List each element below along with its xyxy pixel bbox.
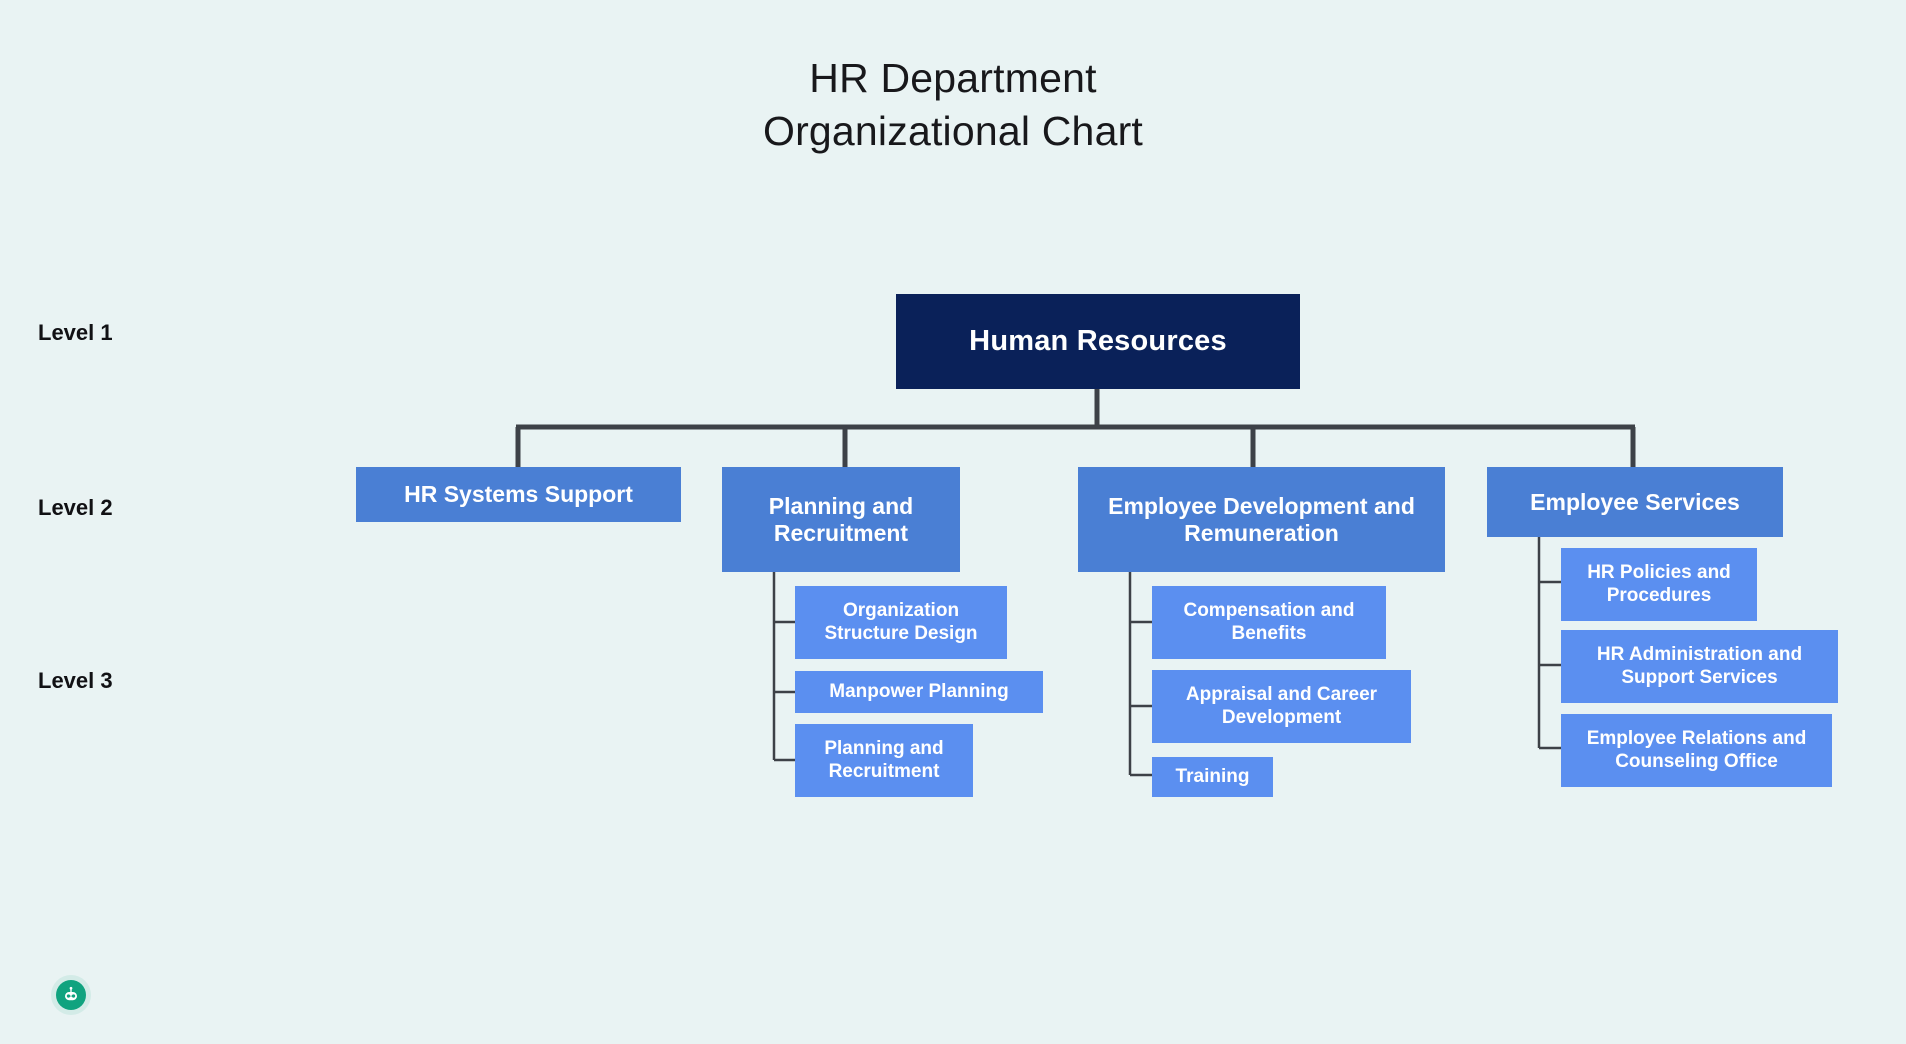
node-label: Planning and Recruitment [824,738,944,782]
node-label: Training [1175,765,1250,787]
node-hr-policies-and-procedures[interactable]: HR Policies and Procedures [1561,548,1757,621]
level-label-2: Level 2 [38,495,113,520]
node-employee-relations-and-counseling-office[interactable]: Employee Relations and Counseling Office [1561,714,1832,787]
page-title-line-1: HR Department [809,55,1097,101]
node-planning-and-recruitment-l3[interactable]: Planning and Recruitment [795,724,973,797]
node-label: HR Administration and Support Services [1596,644,1803,688]
node-training[interactable]: Training [1152,757,1273,797]
node-compensation-and-benefits[interactable]: Compensation and Benefits [1152,586,1386,659]
level-label-3: Level 3 [38,668,113,693]
node-label: Appraisal and Career Development [1185,684,1378,728]
node-organization-structure-design[interactable]: Organization Structure Design [795,586,1007,659]
node-appraisal-and-career-development[interactable]: Appraisal and Career Development [1152,670,1411,743]
node-employee-development-and-remuneration[interactable]: Employee Development and Remuneration [1078,467,1445,572]
node-label: Manpower Planning [829,680,1009,702]
page-title: HR Department Organizational Chart [0,52,1906,158]
node-employee-services[interactable]: Employee Services [1487,467,1783,537]
node-label: HR Systems Support [404,481,633,508]
node-label: Organization Structure Design [824,600,978,644]
node-hr-administration-and-support-services[interactable]: HR Administration and Support Services [1561,630,1838,703]
node-label: Employee Services [1530,488,1740,515]
node-label: Compensation and Benefits [1183,600,1355,644]
node-label: Employee Relations and Counseling Office [1586,728,1807,772]
robot-icon[interactable] [56,980,86,1010]
node-label: HR Policies and Procedures [1587,562,1731,606]
node-label: Human Resources [969,324,1227,357]
node-manpower-planning[interactable]: Manpower Planning [795,671,1043,713]
node-human-resources[interactable]: Human Resources [896,294,1300,389]
robot-glyph [65,986,77,1001]
node-label: Planning and Recruitment [768,492,914,546]
node-planning-and-recruitment[interactable]: Planning and Recruitment [722,467,960,572]
node-label: Employee Development and Remuneration [1108,492,1415,546]
node-hr-systems-support[interactable]: HR Systems Support [356,467,681,522]
level-label-1: Level 1 [38,320,113,345]
page-title-line-2: Organizational Chart [762,108,1144,154]
